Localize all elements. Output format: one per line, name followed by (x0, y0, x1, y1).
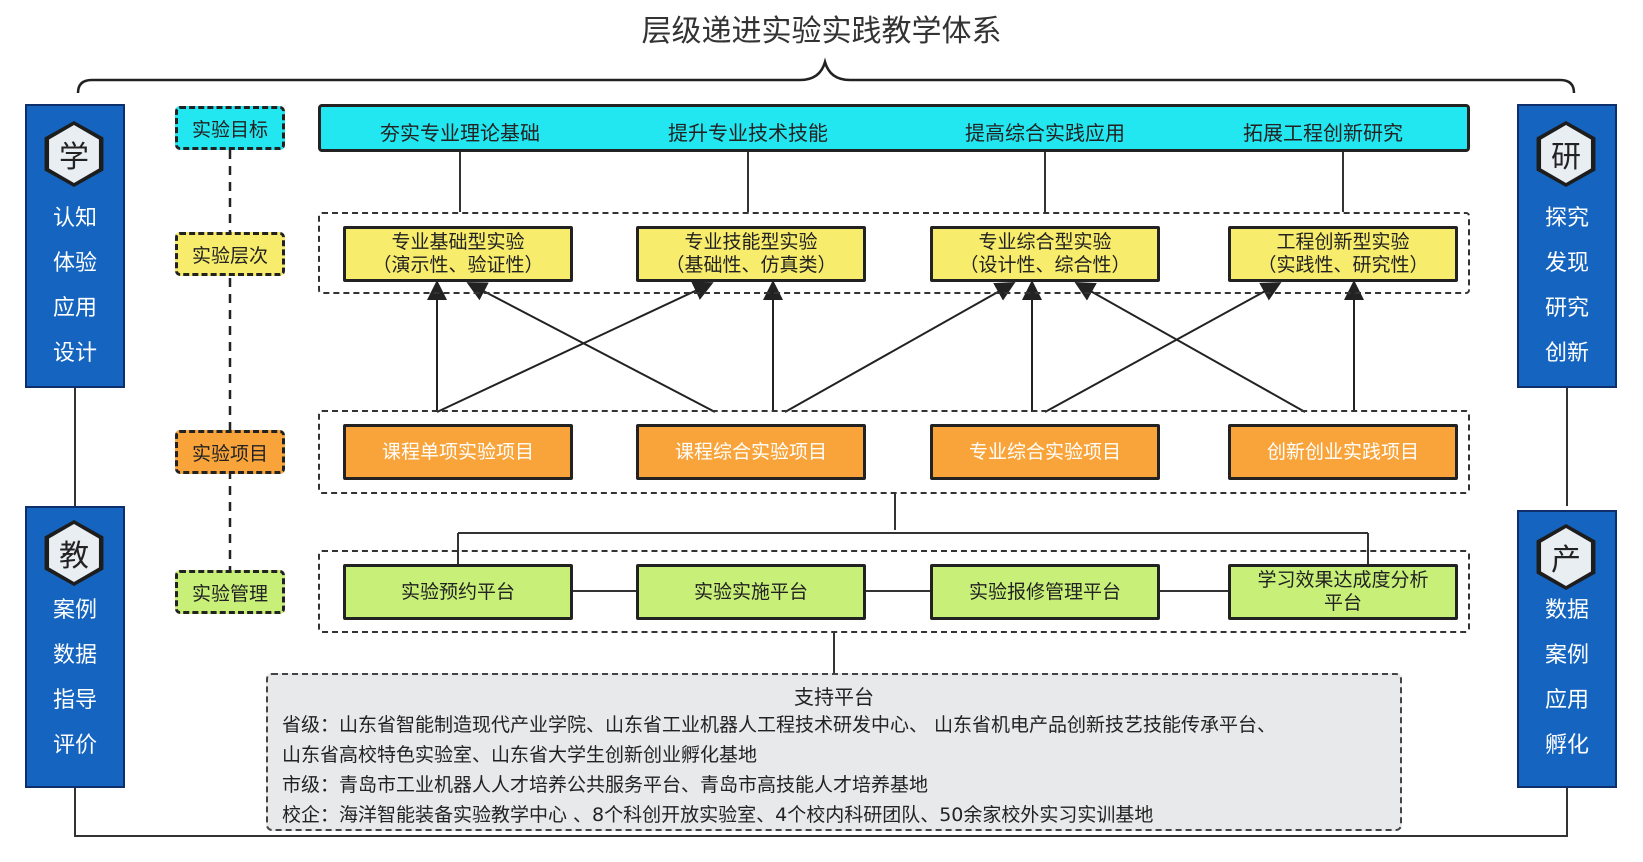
level-label-goal: 实验目标 (175, 106, 285, 150)
panel-item: 认知 (52, 206, 97, 231)
tier-title: 专业基础型实验 (391, 231, 525, 253)
platform-label: 平台 (1323, 592, 1362, 614)
top-brace (76, 57, 1576, 94)
support-line: 市级：青岛市工业机器人人才培养公共服务平台、青岛市高技能人才培养基地 (282, 774, 929, 796)
platform-label: 学习效果达成度分析 (1257, 569, 1429, 591)
platform-label: 实验预约平台 (400, 580, 515, 603)
hexagon-icon: 教 (44, 520, 104, 586)
panel-item: 应用 (52, 296, 97, 321)
tier-subtitle: （基础性、仿真类） (665, 254, 837, 276)
panel-item: 设计 (52, 341, 97, 366)
goal-item: 拓展工程创新研究 (1243, 121, 1403, 145)
platform-box: 学习效果达成度分析 平台 (1228, 564, 1458, 620)
panel-item: 探究 (1544, 206, 1589, 231)
tier-box: 专业技能型实验 （基础性、仿真类） (636, 226, 866, 282)
tier-box: 专业基础型实验 （演示性、验证性） (343, 226, 573, 282)
platform-label: 实验报修管理平台 (968, 580, 1121, 603)
panel-item: 发现 (1544, 251, 1589, 276)
tier-title: 专业综合型实验 (978, 231, 1112, 253)
hexagon-icon: 产 (1536, 524, 1596, 590)
panel-char: 产 (1541, 528, 1591, 586)
project-frame (318, 410, 1470, 494)
tier-box: 专业综合型实验 （设计性、综合性） (930, 226, 1160, 282)
hexagon-icon: 研 (1536, 121, 1596, 187)
tier-subtitle: （演示性、验证性） (372, 254, 544, 276)
panel-item: 孵化 (1544, 733, 1589, 758)
level-label-tier: 实验层次 (175, 232, 285, 276)
tier-title: 工程创新型实验 (1276, 231, 1410, 253)
level-label-management: 实验管理 (175, 570, 285, 614)
panel-item: 应用 (1544, 688, 1589, 713)
support-line: 山东省高校特色实验室、山东省大学生创新创业孵化基地 (282, 744, 758, 766)
panel-item: 数据 (52, 643, 97, 668)
diagram-title: 层级递进实验实践教学体系 (641, 14, 1002, 49)
panel-item: 指导 (52, 688, 97, 713)
hexagon-icon: 学 (44, 121, 104, 187)
goal-bar (318, 104, 1470, 152)
arrow (436, 281, 714, 413)
level-label-project: 实验项目 (175, 430, 285, 474)
panel-item: 研究 (1544, 296, 1589, 321)
platform-label: 实验实施平台 (693, 580, 808, 603)
panel-item: 数据 (1544, 598, 1589, 623)
support-line: 校企：海洋智能装备实验教学中心 、8个科创开放实验室、4个校内科研团队、50余家… (282, 804, 1154, 826)
tier-frame (318, 212, 1470, 294)
arrow (1074, 282, 1306, 413)
panel-item: 案例 (1544, 643, 1589, 668)
panel-item: 案例 (52, 598, 97, 623)
support-title: 支持平台 (794, 685, 874, 709)
goal-item: 夯实专业理论基础 (380, 121, 540, 145)
bottom-frame (74, 788, 1568, 837)
arrow (1044, 282, 1282, 413)
support-platform-box: 支持平台 省级：山东省智能制造现代产业学院、山东省工业机器人工程技术研发中心、 … (266, 673, 1402, 831)
panel-item: 创新 (1544, 341, 1589, 366)
panel-item: 体验 (52, 251, 97, 276)
panel-char: 研 (1541, 125, 1591, 183)
panel-item: 评价 (52, 733, 97, 758)
project-box: 创新创业实践项目 (1228, 424, 1458, 480)
project-box: 课程综合实验项目 (636, 424, 866, 480)
right-panel-research: 研 探究 发现 研究 创新 (1517, 104, 1617, 388)
tier-box: 工程创新型实验 （实践性、研究性） (1228, 226, 1458, 282)
platform-box: 实验实施平台 (636, 564, 866, 620)
tier-subtitle: （实践性、研究性） (1257, 254, 1429, 276)
left-panel-teach: 教 案例 数据 指导 评价 (25, 506, 125, 788)
panel-char: 学 (49, 125, 99, 183)
platform-box: 实验报修管理平台 (930, 564, 1160, 620)
left-panel-learn: 学 认知 体验 应用 设计 (25, 104, 125, 388)
panel-char: 教 (49, 524, 99, 582)
management-frame (318, 550, 1470, 633)
goal-item: 提高综合实践应用 (965, 121, 1125, 145)
project-box: 专业综合实验项目 (930, 424, 1160, 480)
platform-box: 实验预约平台 (343, 564, 573, 620)
support-line: 省级：山东省智能制造现代产业学院、山东省工业机器人工程技术研发中心、 山东省机电… (282, 714, 1277, 736)
arrow (466, 282, 716, 413)
tier-subtitle: （设计性、综合性） (959, 254, 1131, 276)
tier-title: 专业技能型实验 (684, 231, 818, 253)
right-panel-industry: 产 数据 案例 应用 孵化 (1517, 510, 1617, 788)
goal-item: 提升专业技术技能 (668, 121, 828, 145)
arrow (784, 282, 1016, 413)
project-box: 课程单项实验项目 (343, 424, 573, 480)
